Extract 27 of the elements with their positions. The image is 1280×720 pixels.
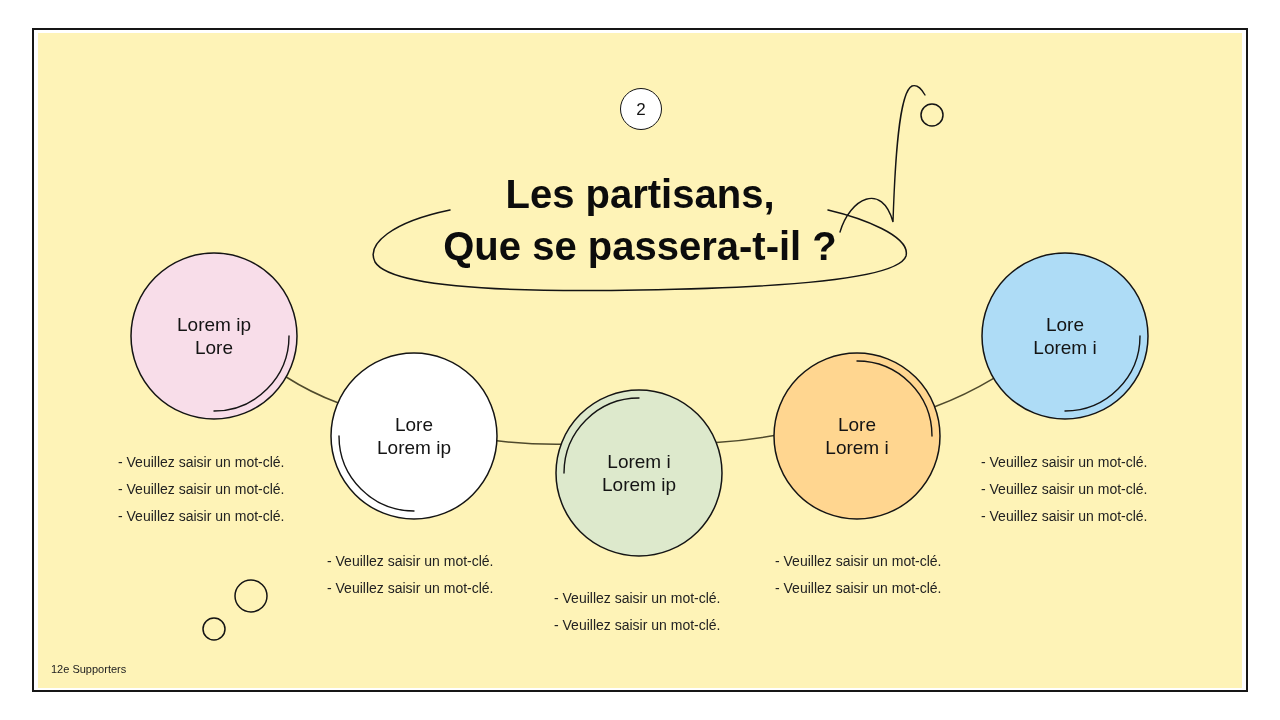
slide-title: Les partisans, Que se passera-t-il ?	[443, 171, 837, 270]
circle-node	[555, 389, 723, 557]
bullet-text: - Veuillez saisir un mot-clé.	[554, 616, 721, 634]
bullet-text: - Veuillez saisir un mot-clé.	[118, 480, 285, 498]
bullet-text: - Veuillez saisir un mot-clé.	[775, 579, 942, 597]
bullet-text: - Veuillez saisir un mot-clé.	[775, 552, 942, 570]
node-label: Lorem ip Lore	[176, 313, 252, 359]
bullet-text: - Veuillez saisir un mot-clé.	[118, 507, 285, 525]
node-label: Lore Lorem ip	[376, 413, 452, 459]
bullet-text: - Veuillez saisir un mot-clé.	[981, 453, 1148, 471]
bullet-text: - Veuillez saisir un mot-clé.	[981, 480, 1148, 498]
bullet-text: - Veuillez saisir un mot-clé.	[981, 507, 1148, 525]
connector-line	[285, 376, 339, 404]
node-label: Lore Lorem i	[1032, 313, 1098, 359]
bullet-text: - Veuillez saisir un mot-clé.	[118, 453, 285, 471]
node-label: Lorem i Lorem ip	[601, 450, 677, 496]
circle-node	[981, 252, 1149, 420]
bullet-text: - Veuillez saisir un mot-clé.	[327, 552, 494, 570]
bullet-text: - Veuillez saisir un mot-clé.	[327, 579, 494, 597]
connector-line	[496, 440, 562, 445]
bullet-text: - Veuillez saisir un mot-clé.	[554, 589, 721, 607]
connector-line	[715, 434, 775, 444]
circle-node	[773, 352, 941, 520]
node-label: Lore Lorem i	[824, 413, 890, 459]
circle-node	[130, 252, 298, 420]
circle-node	[330, 352, 498, 520]
footer-label: 12e Supporters	[51, 662, 127, 676]
